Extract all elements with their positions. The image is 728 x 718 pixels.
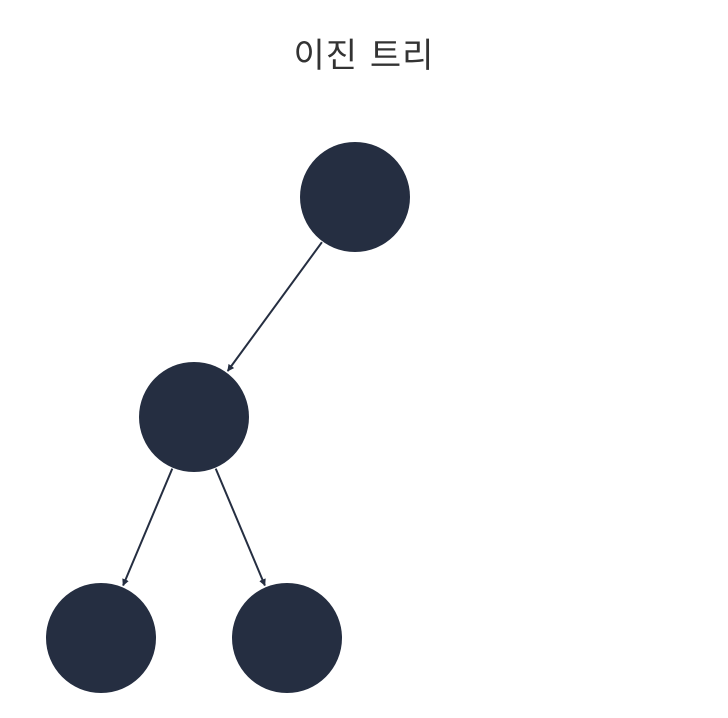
edge-left-to-left-left [122, 468, 174, 587]
node-layer [46, 142, 410, 693]
node-left-right [232, 583, 342, 693]
node-left-left [46, 583, 156, 693]
edge-layer [122, 241, 323, 587]
node-root [300, 142, 410, 252]
diagram-title: 이진 트리 [293, 36, 435, 76]
node-left [139, 362, 249, 472]
edge-root-to-left [226, 241, 323, 372]
edge-left-to-left-right [214, 468, 266, 587]
